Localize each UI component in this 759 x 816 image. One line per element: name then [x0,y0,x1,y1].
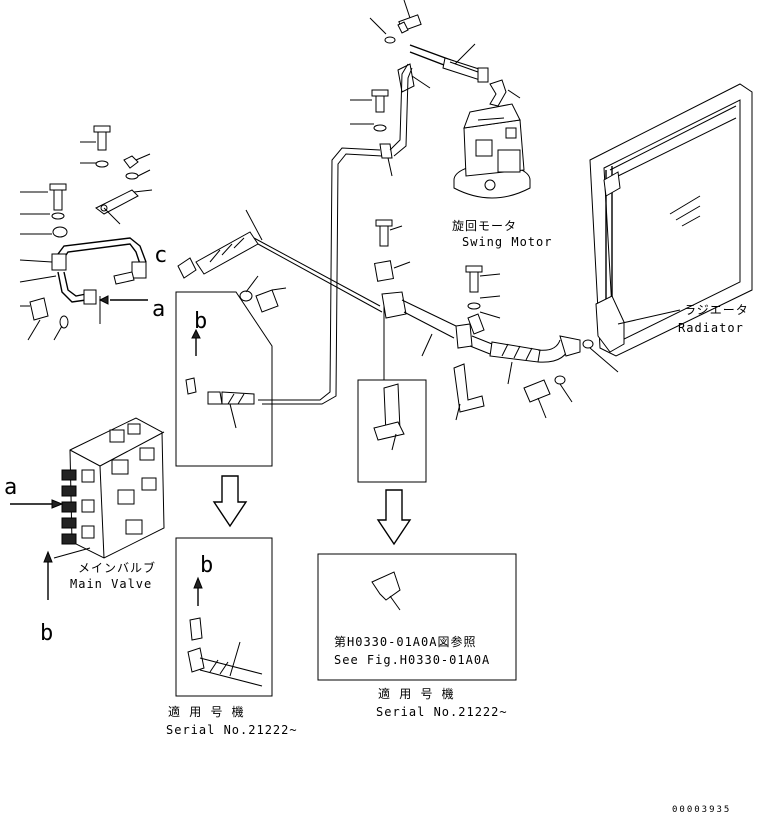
inset-bracket-box [357,379,427,546]
center-bolt-stack [375,219,403,380]
radiator-label-en: Radiator [678,321,744,335]
left-clamp-assembly [20,125,153,238]
main-valve-label-en: Main Valve [70,577,152,591]
ref-label-a-top: a [152,297,165,322]
ref-label-b-inset2: b [200,553,213,578]
radiator-pipe [373,260,619,421]
main-valve: a b メインバルブ Main Valve [4,417,165,646]
ref-label-a-left: a [4,475,17,500]
serial-label-en-1: Serial No.21222~ [166,723,298,737]
mid-bolt-stack [350,89,389,132]
drawing-number: 00003935 [672,805,731,815]
inset-see-fig-box: 第H0330-01A0A図参照 See Fig.H0330-01A0A [317,553,517,681]
ref-label-b-inset: b [194,309,207,334]
ref-label-c: c [154,243,167,268]
main-valve-label-jp: メインバルブ [78,560,156,575]
top-bolt-assembly [369,0,521,107]
swing-motor: 旋回モータ Swing Motor [452,103,552,249]
see-fig-label-jp: 第H0330-01A0A図参照 [334,634,476,649]
swing-motor-label-en: Swing Motor [462,235,552,249]
swing-motor-label-jp: 旋回モータ [452,219,517,233]
serial-label-en-2: Serial No.21222~ [376,705,508,719]
inset-hose-end-box: b [175,291,273,528]
ref-label-b-left: b [40,621,53,646]
main-hose [177,209,383,313]
serial-label-jp-1: 適 用 号 機 [168,704,245,719]
left-pipe-assembly: a [19,237,165,341]
see-fig-label-en: See Fig.H0330-01A0A [334,653,490,667]
serial-label-jp-2: 適 用 号 機 [378,686,455,701]
radiator-label-jp: ラジエータ [684,303,749,317]
vertical-hose [258,63,413,405]
inset-hose-fitting-box: b [175,537,273,697]
radiator: ラジエータ Radiator [589,83,753,357]
